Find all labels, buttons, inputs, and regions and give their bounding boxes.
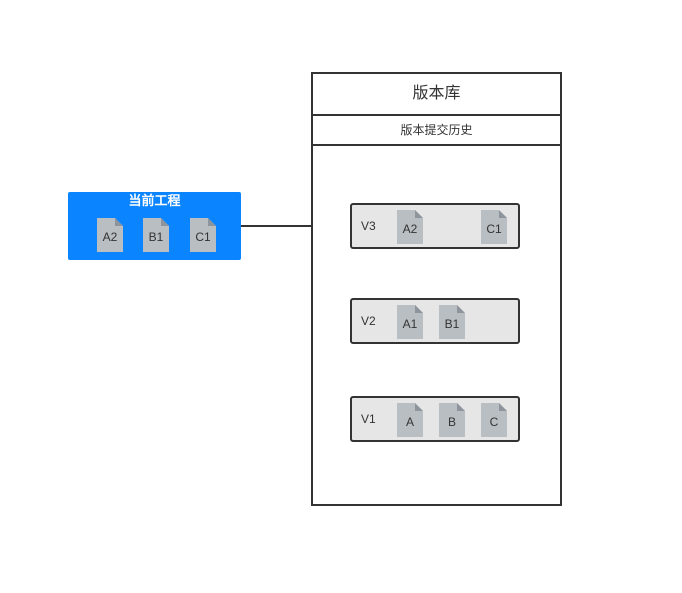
file-icon: A2 [96, 217, 124, 253]
file-icon: B [438, 402, 466, 438]
current-project-box: 当前工程 A2 B1 C1 [68, 192, 241, 260]
file-icon: C1 [189, 217, 217, 253]
file-label: B1 [444, 317, 460, 331]
version-box-v2: V2 A1 B1 [350, 298, 520, 344]
file-icon: B1 [142, 217, 170, 253]
file-icon: A2 [396, 209, 424, 245]
file-icon: A1 [396, 304, 424, 340]
file-label: B1 [148, 230, 164, 244]
file-label: A1 [402, 317, 418, 331]
version-label: V1 [361, 412, 376, 426]
version-box-v3: V3 A2 C1 [350, 203, 520, 249]
repository-subtitle: 版本提交历史 [313, 116, 560, 146]
version-label: V3 [361, 219, 376, 233]
version-box-v1: V1 A B C [350, 396, 520, 442]
repository-title: 版本库 [313, 74, 560, 116]
file-label: C [489, 415, 499, 429]
file-icon: A [396, 402, 424, 438]
file-label: A [405, 415, 414, 429]
file-label: C1 [486, 222, 502, 236]
file-label: B [447, 415, 456, 429]
file-icon: B1 [438, 304, 466, 340]
file-icon: C [480, 402, 508, 438]
current-project-title: 当前工程 [128, 193, 181, 208]
file-label: C1 [195, 230, 211, 244]
file-icon: C1 [480, 209, 508, 245]
file-label: A2 [102, 230, 118, 244]
version-label: V2 [361, 314, 376, 328]
file-label: A2 [402, 222, 418, 236]
